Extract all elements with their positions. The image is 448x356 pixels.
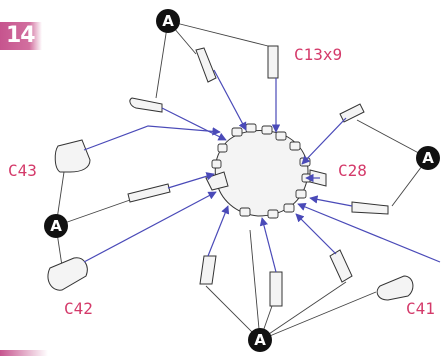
marker-a-left-letter: A — [50, 217, 62, 235]
large-parts — [47, 139, 414, 301]
marker-a-bottom-letter: A — [254, 331, 266, 349]
marker-a-top-letter: A — [162, 12, 174, 30]
step-badge: 14 — [0, 22, 42, 50]
label-c42: C42 — [64, 299, 93, 318]
marker-a-bottom: A — [248, 328, 272, 352]
marker-a-right: A — [416, 146, 440, 170]
marker-a-right-letter: A — [422, 149, 434, 167]
label-c43: C43 — [8, 161, 37, 180]
bottom-accent-bar — [0, 350, 48, 356]
central-hub — [211, 123, 313, 219]
rod-parts — [127, 45, 389, 307]
insertion-arrows — [83, 69, 441, 273]
step-number: 14 — [6, 23, 36, 48]
marker-a-left: A — [44, 214, 68, 238]
label-c41: C41 — [406, 299, 435, 318]
label-c28: C28 — [338, 161, 367, 180]
label-c13x9: C13x9 — [294, 45, 342, 64]
marker-a-top: A — [156, 9, 180, 33]
